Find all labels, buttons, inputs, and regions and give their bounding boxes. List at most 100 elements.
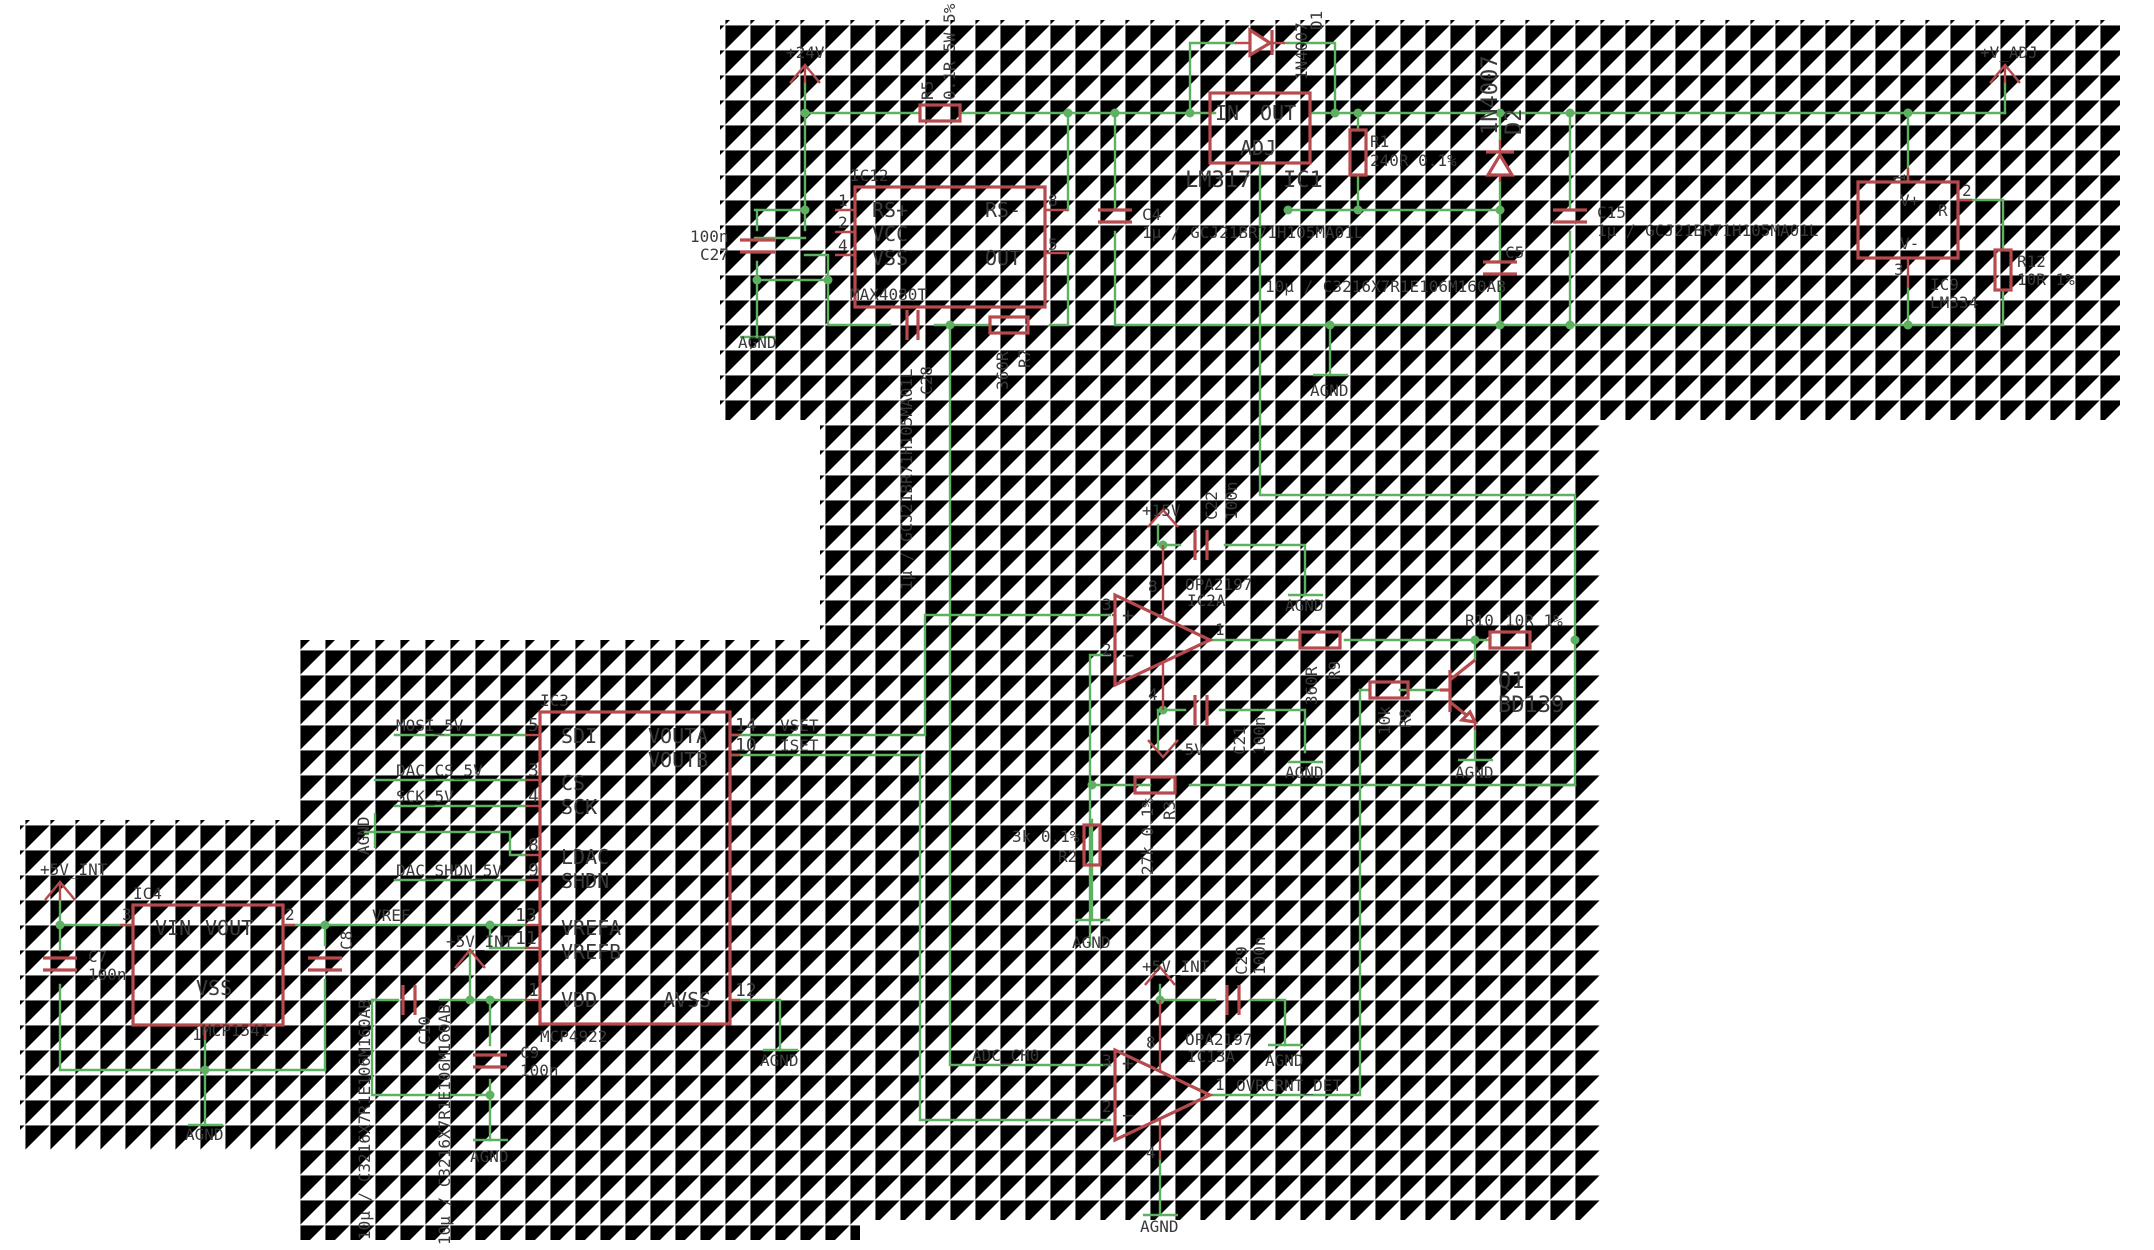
svg-text:ADJ: ADJ bbox=[1240, 136, 1276, 160]
agnd-label: AGND bbox=[1072, 933, 1111, 952]
ic2a-value: OPA2197 bbox=[1185, 575, 1252, 594]
svg-text:RS+: RS+ bbox=[872, 198, 908, 222]
agnd-label: AGND bbox=[1265, 1051, 1304, 1070]
ic4-name: IC4 bbox=[133, 884, 162, 903]
svg-text:100n: 100n bbox=[88, 965, 127, 984]
svg-text:R2: R2 bbox=[1058, 847, 1077, 866]
svg-text:3: 3 bbox=[1894, 260, 1904, 279]
resistor-r2[interactable]: 3k 0.1% R2 bbox=[1012, 823, 1102, 867]
svg-text:360R: 360R bbox=[993, 351, 1012, 390]
svg-text:2: 2 bbox=[838, 213, 848, 232]
capacitor-c4[interactable]: C4 1µ / GCJ21BR71H105MA01L bbox=[1098, 205, 1364, 242]
capacitor-c28[interactable]: C28 1µ / GCJ21BR71H105MA01L bbox=[897, 310, 936, 590]
power-m5v-symbol: -5V bbox=[1147, 739, 1204, 759]
svg-text:9: 9 bbox=[528, 860, 539, 881]
svg-text:13: 13 bbox=[515, 905, 537, 926]
svg-text:C10: C10 bbox=[415, 1016, 434, 1045]
svg-text:C8: C8 bbox=[337, 931, 356, 950]
ic4-mcp1541[interactable]: 3 2 1 VIN VOUT VSS IC4 MCP1541 bbox=[120, 884, 295, 1044]
svg-text:C21: C21 bbox=[1230, 726, 1249, 755]
svg-text:VOUTB: VOUTB bbox=[648, 748, 708, 772]
ic3-mcp4922[interactable]: 5 3 4 8 9 13 11 1 14 10 12 SDI CS SCK LD… bbox=[515, 691, 757, 1046]
power-5vint-symbol-ic3: +5V_INT bbox=[446, 932, 514, 969]
svg-text:VREFB: VREFB bbox=[561, 940, 621, 964]
resistor-r10[interactable]: R10 10R 1% bbox=[1465, 611, 1563, 650]
resistor-r5[interactable]: R5 0.1R 5W 5% bbox=[918, 3, 962, 123]
ic1-lm317[interactable]: IN OUT ADJ LM317 IC1 bbox=[1185, 91, 1323, 193]
svg-text:8: 8 bbox=[1148, 577, 1158, 596]
resistor-r7[interactable]: 360R R7 bbox=[988, 315, 1034, 390]
svg-text:10µ / C3216X7R1E106M160AB: 10µ / C3216X7R1E106M160AB bbox=[1265, 277, 1506, 296]
net-dac-shdn: DAC_SHDN_5V bbox=[396, 861, 502, 880]
svg-text:R3: R3 bbox=[1160, 801, 1179, 820]
diode-d2[interactable]: 1N4007 D2 bbox=[1478, 56, 1527, 182]
svg-text:12: 12 bbox=[735, 980, 757, 1001]
agnd-symbols: AGND AGND AGND AGND AGND AGND AGND AGND … bbox=[185, 333, 1494, 1236]
svg-text:1: 1 bbox=[1215, 620, 1225, 639]
agnd-label: AGND bbox=[1285, 596, 1324, 615]
svg-text:100n: 100n bbox=[1250, 716, 1269, 755]
power-24v-symbol: +24V bbox=[786, 43, 825, 84]
svg-text:SCK: SCK bbox=[561, 795, 597, 819]
svg-text:10µ / C3216X7R1E106M160AB: 10µ / C3216X7R1E106M160AB bbox=[355, 999, 374, 1240]
svg-text:VIN: VIN bbox=[155, 916, 191, 940]
svg-text:10R 1%: 10R 1% bbox=[1505, 611, 1563, 630]
svg-text:240R 0.1%: 240R 0.1% bbox=[1370, 151, 1457, 170]
resistor-r3[interactable]: 27k 0.1% R3 bbox=[1133, 775, 1179, 875]
svg-text:D2: D2 bbox=[1502, 109, 1527, 136]
ic3-value: MCP4922 bbox=[540, 1027, 607, 1046]
svg-text:2: 2 bbox=[1102, 640, 1112, 659]
ic12-max4080t[interactable]: 1 2 4 8 5 RS+ VCC VSS RS- OUT IC12 MAX40… bbox=[835, 166, 1068, 309]
ic1-name: IC1 bbox=[1283, 168, 1323, 193]
opamp-ic2a[interactable]: + − 3 2 1 8 4 OPA2197 IC2A bbox=[1102, 545, 1252, 710]
svg-text:C15: C15 bbox=[1597, 203, 1626, 222]
ic1-value: LM317 bbox=[1185, 168, 1251, 193]
svg-text:14: 14 bbox=[735, 715, 757, 736]
svg-text:1: 1 bbox=[192, 1025, 202, 1044]
svg-text:100n: 100n bbox=[1250, 936, 1269, 975]
capacitor-c22[interactable]: C22 100n bbox=[1193, 481, 1241, 560]
grid-background bbox=[20, 20, 2120, 1240]
ic13a-name: IC13A bbox=[1187, 1047, 1236, 1066]
resistor-r1[interactable]: R1 240R 0.1% bbox=[1348, 128, 1457, 177]
svg-text:4: 4 bbox=[838, 236, 848, 255]
capacitor-c5[interactable]: C5 10µ / C3216X7R1E106M160AB bbox=[1265, 243, 1524, 296]
diode-d1[interactable]: 1N4007 D1 bbox=[1235, 11, 1326, 80]
resistor-r9[interactable]: 360R R9 bbox=[1298, 630, 1344, 705]
resistor-r8[interactable]: 10k R8 bbox=[1368, 680, 1415, 735]
net-vset: VSET bbox=[780, 716, 819, 735]
transistor-q1[interactable]: Q1 BD139 bbox=[1440, 658, 1564, 730]
svg-text:4: 4 bbox=[528, 786, 539, 807]
ic13a-value: OPA2197 bbox=[1185, 1030, 1252, 1049]
svg-text:C29: C29 bbox=[1232, 946, 1251, 975]
capacitor-c9[interactable]: C9 100n bbox=[473, 1043, 559, 1080]
svg-text:3: 3 bbox=[1102, 595, 1112, 614]
svg-text:R10: R10 bbox=[1465, 611, 1494, 630]
opamp-ic13a[interactable]: + − 3 2 1 8 4 OPA2197 IC13A bbox=[1102, 1000, 1252, 1162]
svg-text:10k: 10k bbox=[1375, 706, 1394, 735]
ic9-value: LM334 bbox=[1930, 293, 1978, 312]
svg-text:2: 2 bbox=[285, 905, 295, 924]
net-vref: VREF bbox=[372, 906, 411, 925]
capacitor-c8[interactable]: C8 10µ / C3216X7R1E106M160AB bbox=[308, 931, 374, 1240]
svg-text:OUT: OUT bbox=[985, 246, 1021, 270]
agnd-label: AGND bbox=[1140, 1217, 1179, 1236]
svg-text:C5: C5 bbox=[1505, 243, 1524, 262]
ic9-lm334[interactable]: 1 2 3 V+ R V- IC9 LM334 bbox=[1856, 168, 1978, 312]
supply-label-vadj: +V_ADJ bbox=[1980, 43, 2038, 62]
capacitor-c15[interactable]: C15 1µ / GCJ21BR71H105MA01L bbox=[1553, 203, 1819, 240]
svg-text:V+: V+ bbox=[1900, 191, 1919, 210]
capacitor-c27[interactable]: 100n C27 bbox=[690, 227, 775, 264]
agnd-label: AGND bbox=[760, 1051, 799, 1070]
svg-text:5: 5 bbox=[528, 715, 539, 736]
capacitor-c10[interactable]: C10 10µ / C3216X7R1E106M160AB bbox=[401, 985, 454, 1245]
net-sck: SCK_5V bbox=[396, 787, 454, 806]
svg-text:VDD: VDD bbox=[561, 988, 597, 1012]
capacitor-c7[interactable]: C7 100n bbox=[43, 947, 127, 984]
svg-text:0.1R 5W 5%: 0.1R 5W 5% bbox=[940, 3, 959, 100]
capacitor-c29[interactable]: C29 100n bbox=[1225, 936, 1269, 1015]
q1-value: BD139 bbox=[1498, 693, 1564, 718]
capacitor-c21[interactable]: C21 100n bbox=[1193, 695, 1269, 755]
resistor-r12[interactable]: R12 10R 1% bbox=[1993, 248, 2075, 292]
svg-text:4: 4 bbox=[1148, 685, 1158, 704]
